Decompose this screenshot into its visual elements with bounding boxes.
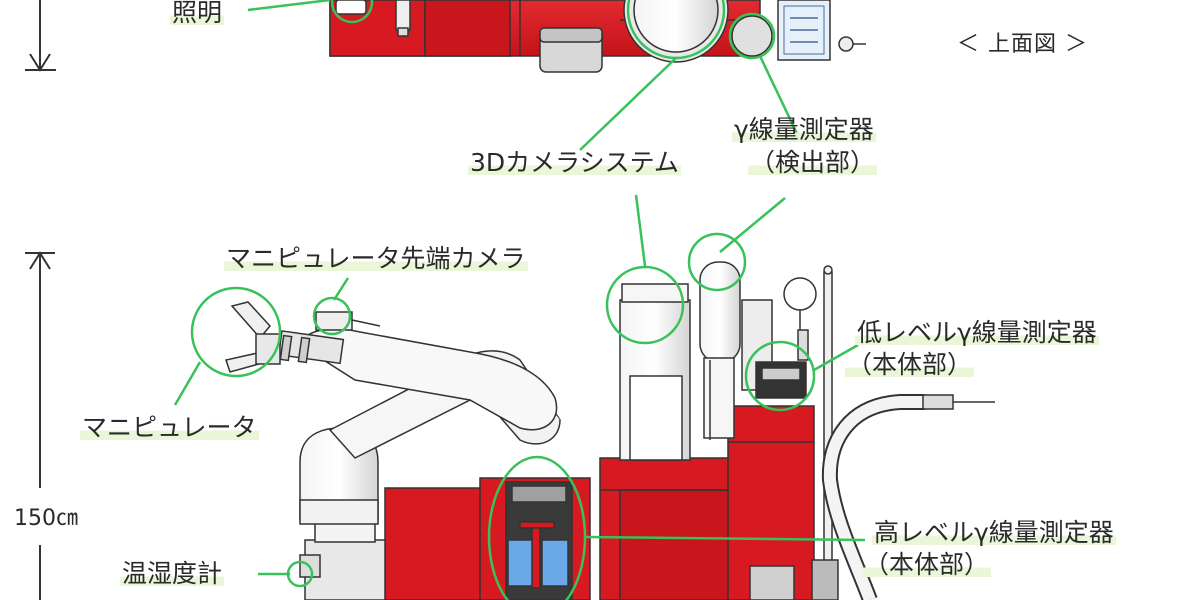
label-low-level-gamma: 低レベルγ線量測定器: [855, 318, 1099, 347]
label-height-150cm: 150㎝: [14, 506, 78, 531]
side-callouts: [173, 194, 866, 600]
label-high-level-gamma-sub: （本体部）: [862, 550, 992, 579]
label-manipulator-tip-camera: マニピュレータ先端カメラ: [224, 244, 528, 273]
label-manipulator: マニピュレータ: [80, 413, 259, 442]
label-top-view: ＜ 上面図 ＞: [957, 32, 1088, 57]
label-3d-camera-system: 3Dカメラシステム: [468, 148, 681, 177]
label-gamma-detector: γ線量測定器: [732, 115, 876, 144]
label-high-level-gamma: 高レベルγ線量測定器: [872, 518, 1116, 547]
label-lighting: 照明: [170, 0, 225, 27]
label-thermo-hygrometer: 温湿度計: [120, 559, 225, 588]
label-gamma-detector-sub: （検出部）: [748, 148, 878, 177]
top-callouts: [247, 0, 802, 151]
label-low-level-gamma-sub: （本体部）: [845, 350, 975, 379]
height-dimension-arrow: [25, 251, 55, 600]
top-view-robot: [25, 0, 866, 73]
